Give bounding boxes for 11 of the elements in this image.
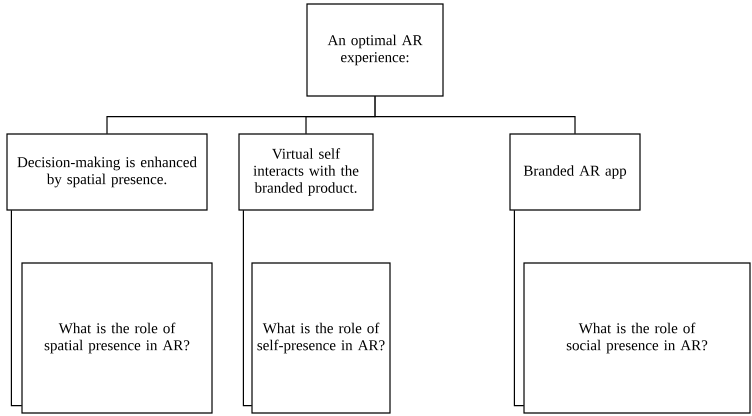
text-box: What is the role of social presence in AR?	[523, 262, 751, 414]
text-box: Decision-making is enhanced by spatial presence.	[6, 133, 208, 211]
connector-line	[374, 96, 576, 134]
connector-line	[514, 210, 524, 406]
text-box: Branded AR app	[509, 133, 641, 211]
text-box: What is the role of spatial presence in AR?	[21, 262, 213, 414]
text-box: Virtual self interacts with the branded product.	[238, 133, 374, 211]
connector-line	[10, 210, 22, 406]
text-box: An optimal AR experience:	[306, 3, 444, 97]
connector-line	[242, 210, 252, 406]
text-box: What is the role of self-presence in AR?	[251, 262, 391, 414]
